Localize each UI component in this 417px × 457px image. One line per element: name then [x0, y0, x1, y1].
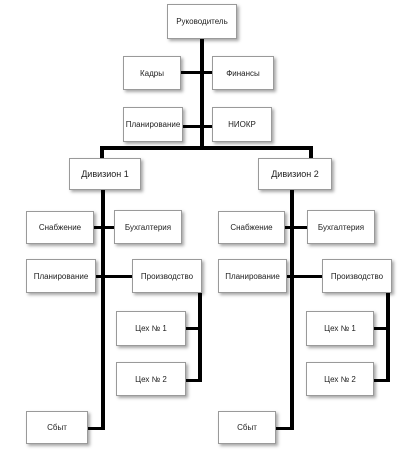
- connector-div2-trunk: [290, 190, 294, 430]
- div1-workshop-2-box: Цех № 2: [116, 362, 186, 396]
- staff-box-finance: Финансы: [212, 56, 274, 90]
- div2-workshop-1-box: Цех № 1: [306, 311, 374, 346]
- connector-staff-row1: [181, 71, 212, 74]
- connector-div1-shop2: [186, 379, 200, 382]
- div2-workshop-2-box: Цех № 2: [306, 362, 374, 396]
- div2-supply-box: Снабжение: [218, 211, 285, 244]
- connector-div1-shop1: [186, 327, 200, 330]
- connector-div2-prod-trunk: [386, 276, 390, 382]
- connector-div2-drop: [309, 146, 313, 161]
- connector-staff-row2: [183, 125, 212, 128]
- connector-div2-row2: [287, 275, 322, 278]
- connector-div2-row1: [285, 226, 307, 229]
- connector-div2-sales: [276, 427, 294, 430]
- connector-div2-shop1: [374, 327, 388, 330]
- div2-sales-box: Сбыт: [218, 411, 276, 444]
- div1-workshop-1-box: Цех № 1: [116, 311, 186, 346]
- staff-box-hr: Кадры: [123, 56, 181, 90]
- connector-div1-row2: [96, 275, 132, 278]
- connector-div1-sales: [88, 427, 105, 430]
- div2-planning-box: Планирование: [218, 259, 287, 293]
- division-1-box: Дивизион 1: [69, 158, 141, 190]
- div1-supply-box: Снабжение: [26, 211, 94, 244]
- connector-div1-drop: [100, 146, 104, 161]
- connector-div1-row1: [94, 226, 114, 229]
- staff-box-planning: Планирование: [123, 107, 183, 142]
- connector-divisions-bar: [100, 146, 313, 150]
- connector-trunk: [200, 39, 204, 147]
- div1-sales-box: Сбыт: [26, 411, 88, 444]
- root-box: Руководитель: [167, 4, 237, 39]
- div2-accounting-box: Бухгалтерия: [307, 210, 375, 244]
- connector-div2-shop2: [374, 379, 388, 382]
- div1-planning-box: Планирование: [26, 259, 96, 293]
- connector-div1-prod-trunk: [198, 276, 202, 382]
- div1-accounting-box: Бухгалтерия: [114, 210, 182, 244]
- div1-production-box: Производство: [132, 259, 202, 293]
- connector-div1-trunk: [101, 190, 105, 430]
- div2-production-box: Производство: [322, 259, 392, 293]
- division-2-box: Дивизион 2: [258, 158, 332, 190]
- staff-box-rnd: НИОКР: [212, 107, 272, 142]
